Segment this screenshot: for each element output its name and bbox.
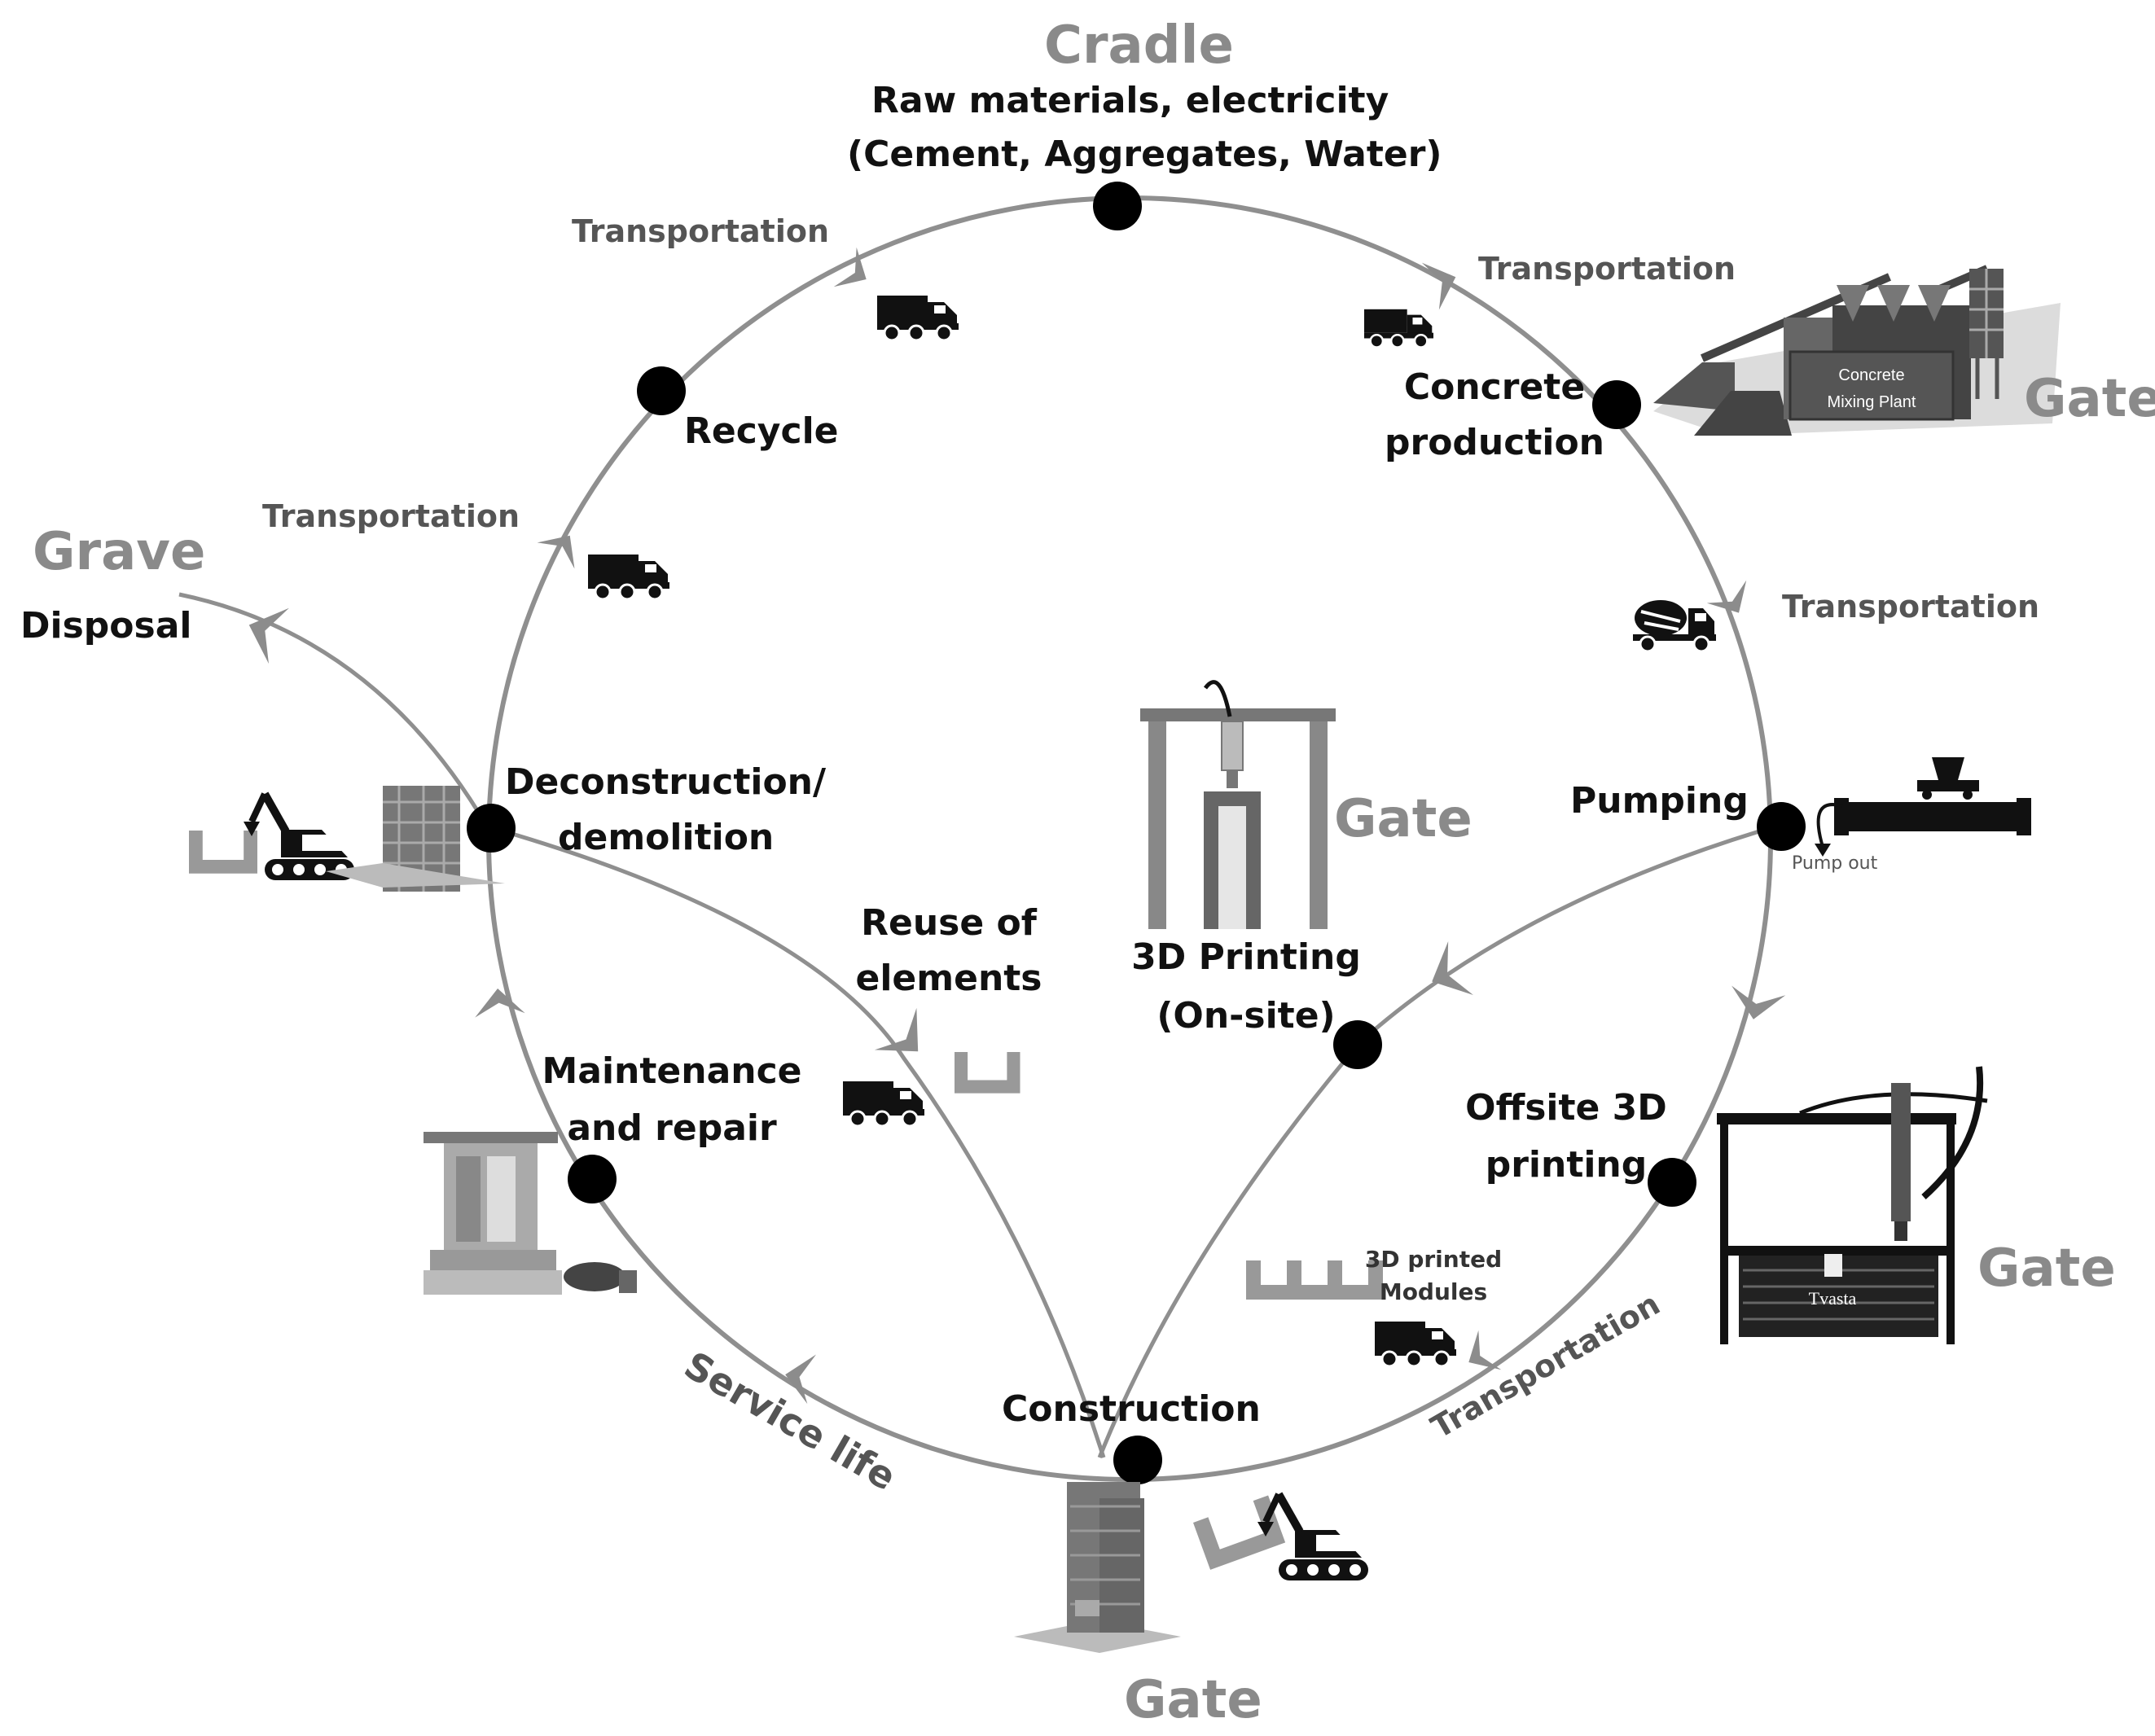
maintenance-line2: and repair bbox=[567, 1107, 777, 1149]
disposal-curve bbox=[178, 592, 489, 828]
node-cradle bbox=[1093, 182, 1142, 230]
gate-label-construction: Gate bbox=[1124, 1670, 1262, 1730]
flow-arrow-icon bbox=[1419, 941, 1473, 1009]
concrete-production-line2: production bbox=[1385, 422, 1604, 463]
printed-modules-icon bbox=[1246, 1260, 1383, 1300]
printed-modules-line1: 3D printed bbox=[1364, 1246, 1503, 1273]
onsite-printing-line2: (On-site) bbox=[1157, 995, 1336, 1037]
truck-icon bbox=[1373, 1320, 1458, 1368]
node-onsite-printing bbox=[1333, 1020, 1382, 1069]
demolished-building-icon bbox=[326, 786, 505, 892]
printer-brand: Tvasta bbox=[1809, 1288, 1857, 1309]
deconstruction-line1: Deconstruction/ bbox=[505, 761, 827, 803]
cradle-title: Cradle bbox=[1044, 15, 1234, 76]
cradle-line1: Raw materials, electricity bbox=[871, 80, 1389, 121]
deconstruction-line2: demolition bbox=[558, 817, 775, 858]
pumping-label: Pumping bbox=[1570, 780, 1749, 822]
concrete-production-line1: Concrete bbox=[1403, 366, 1586, 408]
construction-label: Construction bbox=[1002, 1388, 1261, 1430]
node-maintenance bbox=[568, 1155, 617, 1203]
flow-arrow-icon bbox=[472, 986, 525, 1018]
offsite-printing-line2: printing bbox=[1485, 1144, 1648, 1186]
offsite-printer-icon: Tvasta bbox=[1717, 1066, 1988, 1344]
reuse-block-icon bbox=[955, 1052, 1020, 1094]
node-pumping bbox=[1757, 802, 1806, 851]
excavator-icon bbox=[244, 794, 354, 880]
truck-icon bbox=[1363, 308, 1435, 349]
node-construction bbox=[1113, 1436, 1162, 1484]
printed-modules-line2: Modules bbox=[1379, 1278, 1488, 1305]
truck-icon bbox=[841, 1080, 926, 1128]
maintenance-printer-icon bbox=[424, 1132, 637, 1295]
transport-label-right: Transportation bbox=[1782, 589, 2040, 625]
node-recycle bbox=[637, 366, 686, 415]
construction-building-icon bbox=[1014, 1482, 1181, 1653]
grave-title: Grave bbox=[33, 522, 206, 582]
u-block-icon bbox=[189, 831, 257, 874]
cradle-line2: (Cement, Aggregates, Water) bbox=[847, 134, 1442, 175]
node-concrete-production bbox=[1592, 380, 1641, 429]
flow-arrow-icon bbox=[1726, 985, 1786, 1024]
transport-label-left: Transportation bbox=[262, 498, 520, 534]
reuse-line2: elements bbox=[855, 958, 1042, 999]
recycle-label: Recycle bbox=[684, 410, 839, 452]
demolition-to-reuse-curve bbox=[486, 824, 1106, 1458]
gate-label-onsite: Gate bbox=[1334, 789, 1473, 849]
truck-icon bbox=[586, 553, 671, 601]
transport-label-top-left: Transportation bbox=[572, 213, 830, 249]
pump-out-label: Pump out bbox=[1792, 853, 1878, 874]
transport-label-top-right: Transportation bbox=[1478, 251, 1736, 287]
flow-arrow-icon bbox=[1421, 253, 1464, 310]
maintenance-line1: Maintenance bbox=[542, 1050, 802, 1092]
onsite-printer-icon bbox=[1140, 680, 1336, 929]
disposal-label: Disposal bbox=[20, 605, 192, 647]
gate-label-offsite: Gate bbox=[1977, 1238, 2116, 1299]
truck-icon bbox=[876, 294, 960, 342]
gate-label-plant: Gate bbox=[2024, 369, 2155, 429]
pump-icon bbox=[1815, 757, 2031, 857]
onsite-printing-line1: 3D Printing bbox=[1131, 936, 1361, 978]
flow-arrow-icon bbox=[833, 247, 878, 300]
node-offsite-printing bbox=[1648, 1158, 1696, 1207]
reuse-line1: Reuse of bbox=[861, 902, 1037, 944]
node-deconstruction bbox=[467, 804, 516, 853]
mixer-truck-icon bbox=[1631, 598, 1718, 653]
concrete-plant-icon: Concrete Mixing Plant bbox=[1653, 265, 2061, 436]
plant-label-line2: Mixing Plant bbox=[1828, 393, 1916, 411]
offsite-printing-line1: Offsite 3D bbox=[1465, 1087, 1667, 1129]
flow-arrow-icon bbox=[537, 522, 589, 569]
plant-label-line1: Concrete bbox=[1838, 366, 1904, 384]
